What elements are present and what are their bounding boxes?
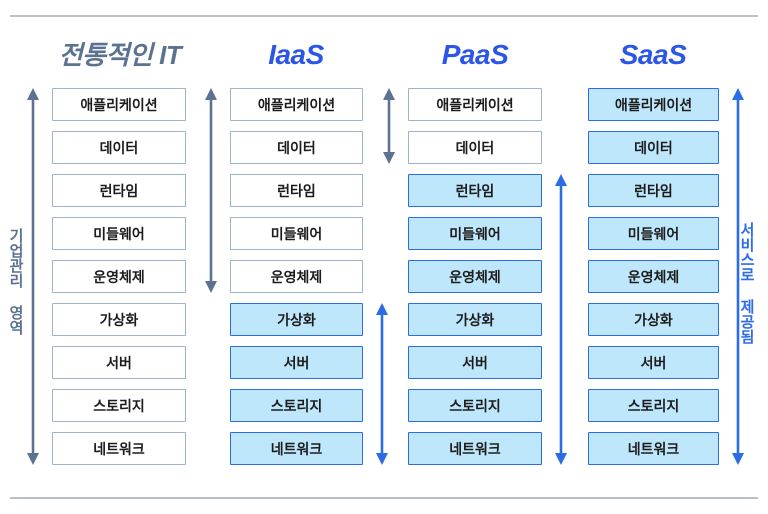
layer-box: 스토리지 xyxy=(588,389,719,422)
layer-box: 가상화 xyxy=(408,303,542,336)
bottom-divider xyxy=(10,497,758,499)
layer-box: 데이터 xyxy=(408,131,542,164)
layer-box: 데이터 xyxy=(588,131,719,164)
layer-box: 런타임 xyxy=(230,174,363,207)
arrow-paas-right xyxy=(550,174,572,465)
side-label-enterprise-managed: 기업관리 영역 xyxy=(7,228,24,335)
layer-box: 운영체제 xyxy=(588,260,719,293)
arrow-saas-right xyxy=(727,88,749,465)
column-heading-paas: PaaS xyxy=(441,39,509,70)
arrow-paas-left xyxy=(378,88,400,164)
top-divider xyxy=(10,15,758,17)
layer-box: 애플리케이션 xyxy=(230,88,363,121)
layer-box: 네트워크 xyxy=(588,432,719,465)
layer-box: 운영체제 xyxy=(52,260,186,293)
layer-box: 미들웨어 xyxy=(588,217,719,250)
arrow-iaas-right xyxy=(371,303,393,465)
layer-box: 애플리케이션 xyxy=(588,88,719,121)
layer-box: 미들웨어 xyxy=(52,217,186,250)
layer-box: 애플리케이션 xyxy=(52,88,186,121)
layer-box: 서버 xyxy=(588,346,719,379)
layer-box: 애플리케이션 xyxy=(408,88,542,121)
layer-box: 스토리지 xyxy=(52,389,186,422)
layer-box: 운영체제 xyxy=(230,260,363,293)
layer-box: 가상화 xyxy=(230,303,363,336)
layer-box: 서버 xyxy=(52,346,186,379)
layer-box: 서버 xyxy=(230,346,363,379)
layer-box: 운영체제 xyxy=(408,260,542,293)
arrow-iaas-left xyxy=(200,88,222,293)
layer-box: 미들웨어 xyxy=(230,217,363,250)
layer-box: 런타임 xyxy=(52,174,186,207)
layer-box: 네트워크 xyxy=(408,432,542,465)
layer-box: 런타임 xyxy=(588,174,719,207)
layer-box: 서버 xyxy=(408,346,542,379)
layer-box: 스토리지 xyxy=(408,389,542,422)
layer-box: 가상화 xyxy=(52,303,186,336)
arrow-traditional-it-left xyxy=(22,88,44,465)
layer-box: 데이터 xyxy=(230,131,363,164)
column-heading-saas: SaaS xyxy=(619,39,687,70)
layer-box: 데이터 xyxy=(52,131,186,164)
layer-box: 스토리지 xyxy=(230,389,363,422)
layer-box: 네트워크 xyxy=(230,432,363,465)
layer-box: 런타임 xyxy=(408,174,542,207)
column-heading-iaas: IaaS xyxy=(268,39,324,70)
layer-box: 미들웨어 xyxy=(408,217,542,250)
column-heading-traditional-it: 전통적인 IT xyxy=(58,40,182,70)
layer-box: 가상화 xyxy=(588,303,719,336)
side-label-provided-as-service: 서비스로 제공됨 xyxy=(738,222,755,344)
layer-box: 네트워크 xyxy=(52,432,186,465)
